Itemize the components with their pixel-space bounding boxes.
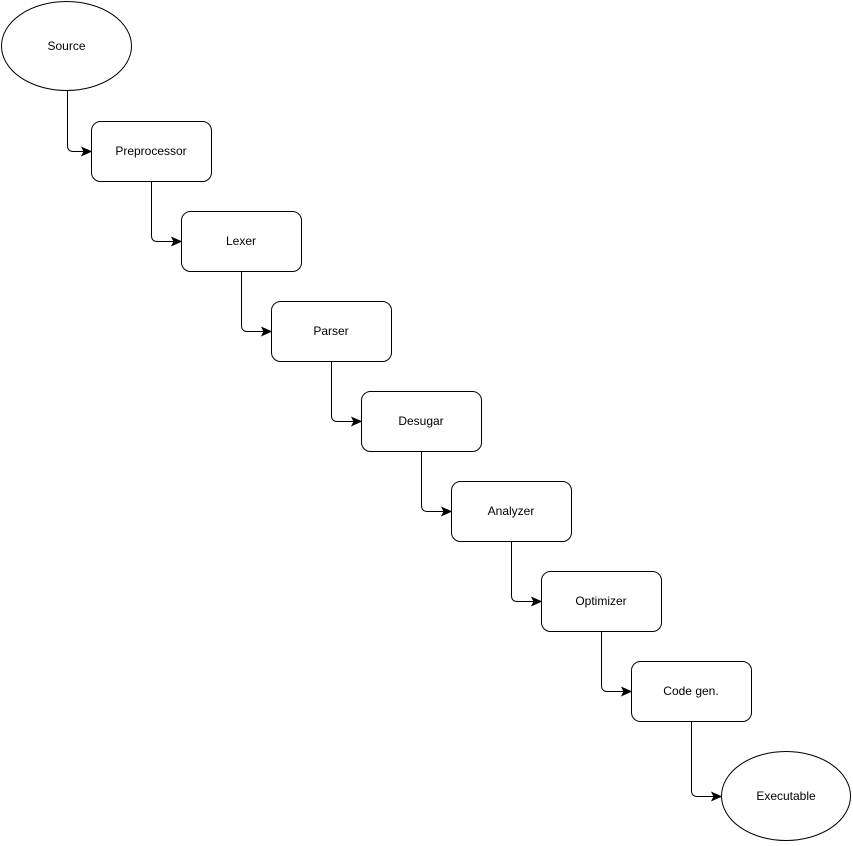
node-code-gen [631, 661, 752, 722]
node-label-optimizer: Optimizer [575, 594, 627, 608]
arrowhead-icon [620, 686, 633, 697]
arrowhead-icon [530, 596, 543, 607]
node-label-preprocessor: Preprocessor [115, 144, 187, 158]
arrowhead-icon [440, 506, 453, 517]
node-preprocessor [91, 121, 212, 182]
node-optimizer [541, 571, 662, 632]
node-analyzer [451, 481, 572, 542]
node-label-source: Source [47, 39, 86, 53]
node-label-code-gen: Code gen. [663, 684, 719, 698]
arrowhead-icon [710, 791, 723, 802]
node-label-executable: Executable [756, 789, 816, 803]
arrowhead-icon [80, 146, 93, 157]
node-executable [721, 751, 851, 841]
node-label-lexer: Lexer [225, 234, 257, 248]
node-label-desugar: Desugar [398, 414, 444, 428]
connector-arrow-lexer-to-parser [241, 271, 265, 332]
arrowhead-icon [350, 416, 363, 427]
arrowhead-icon [260, 326, 273, 337]
arrowhead-icon [170, 236, 183, 247]
node-source [1, 1, 132, 91]
connector-arrow-preprocessor-to-lexer [151, 181, 175, 242]
connector-arrow-optimizer-to-code-gen [601, 631, 625, 692]
connector-arrow-code-gen-to-executable [691, 721, 715, 797]
connector-arrow-source-to-preprocessor [67, 91, 85, 152]
node-label-parser: Parser [313, 324, 349, 338]
connector-arrow-desugar-to-analyzer [421, 451, 445, 512]
connector-arrow-analyzer-to-optimizer [511, 541, 535, 602]
connector-arrow-parser-to-desugar [331, 361, 355, 422]
node-label-analyzer: Analyzer [487, 504, 535, 518]
node-lexer [181, 211, 302, 272]
node-desugar [361, 391, 482, 452]
node-parser [271, 301, 392, 362]
